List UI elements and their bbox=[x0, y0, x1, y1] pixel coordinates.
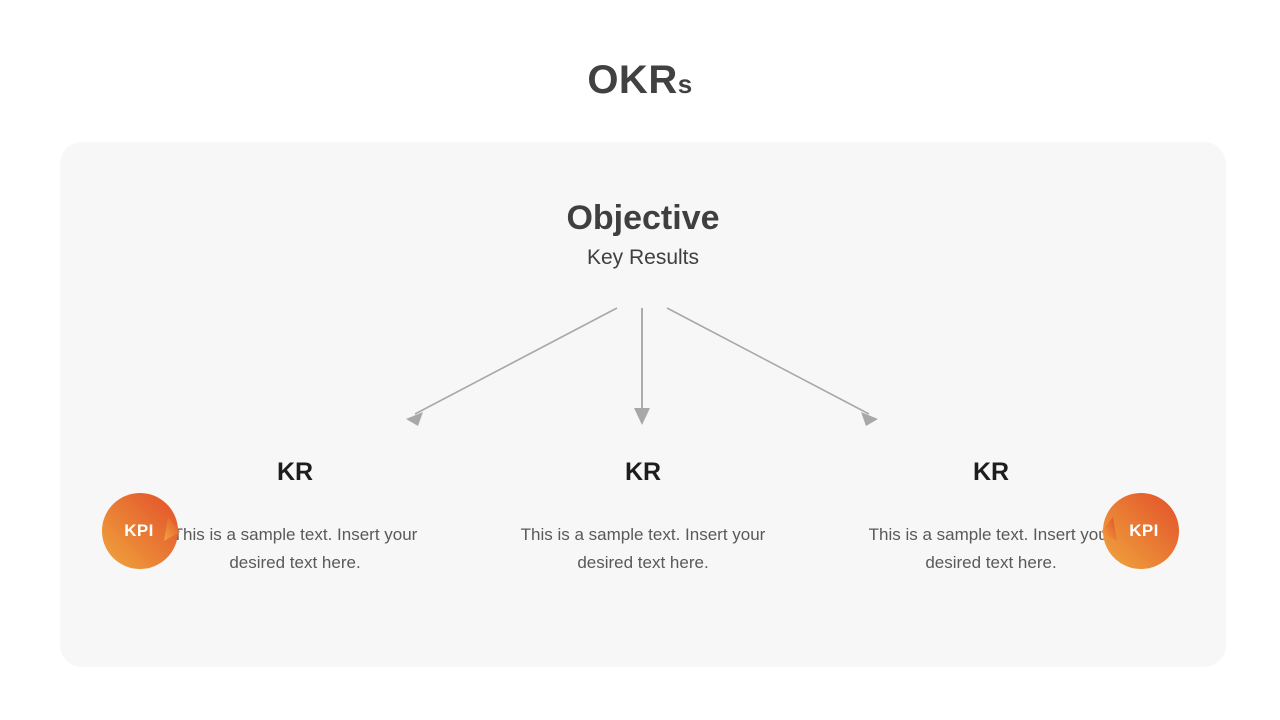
speech-bubble-icon bbox=[1101, 493, 1179, 569]
arrow-center-icon bbox=[634, 308, 650, 425]
key-results-row: KR This is a sample text. Insert your de… bbox=[60, 460, 1226, 577]
okr-card: Objective Key Results KR This is a sampl… bbox=[60, 142, 1226, 667]
key-result-column-2[interactable]: KR This is a sample text. Insert your de… bbox=[518, 460, 768, 577]
kr-body: This is a sample text. Insert your desir… bbox=[172, 525, 418, 573]
speech-bubble-icon bbox=[101, 493, 180, 569]
objective-subtitle: Key Results bbox=[586, 246, 700, 270]
kr-body: This is a sample text. Insert your desir… bbox=[520, 525, 766, 573]
page-title: OKRs bbox=[0, 60, 1280, 100]
objective-block: Objective Key Results bbox=[60, 199, 1226, 271]
kpi-badge-label: KPI bbox=[124, 521, 154, 540]
key-result-column-1[interactable]: KR This is a sample text. Insert your de… bbox=[170, 460, 420, 577]
objective-title: Objective bbox=[566, 199, 720, 237]
key-result-column-3[interactable]: KR This is a sample text. Insert your de… bbox=[866, 460, 1116, 577]
kpi-badge-right[interactable]: KPI bbox=[1101, 491, 1181, 571]
kr-heading: KR bbox=[624, 458, 662, 486]
arrow-right-icon bbox=[666, 307, 878, 426]
kpi-badge-label: KPI bbox=[1129, 521, 1159, 540]
kr-body: This is a sample text. Insert your desir… bbox=[868, 525, 1114, 573]
page-title-main: OKR bbox=[587, 58, 678, 102]
kpi-badge-left[interactable]: KPI bbox=[100, 491, 180, 571]
arrow-left-icon bbox=[406, 307, 618, 426]
page-title-suffix: s bbox=[677, 69, 693, 99]
kr-heading: KR bbox=[276, 458, 314, 486]
kr-heading: KR bbox=[972, 458, 1010, 486]
